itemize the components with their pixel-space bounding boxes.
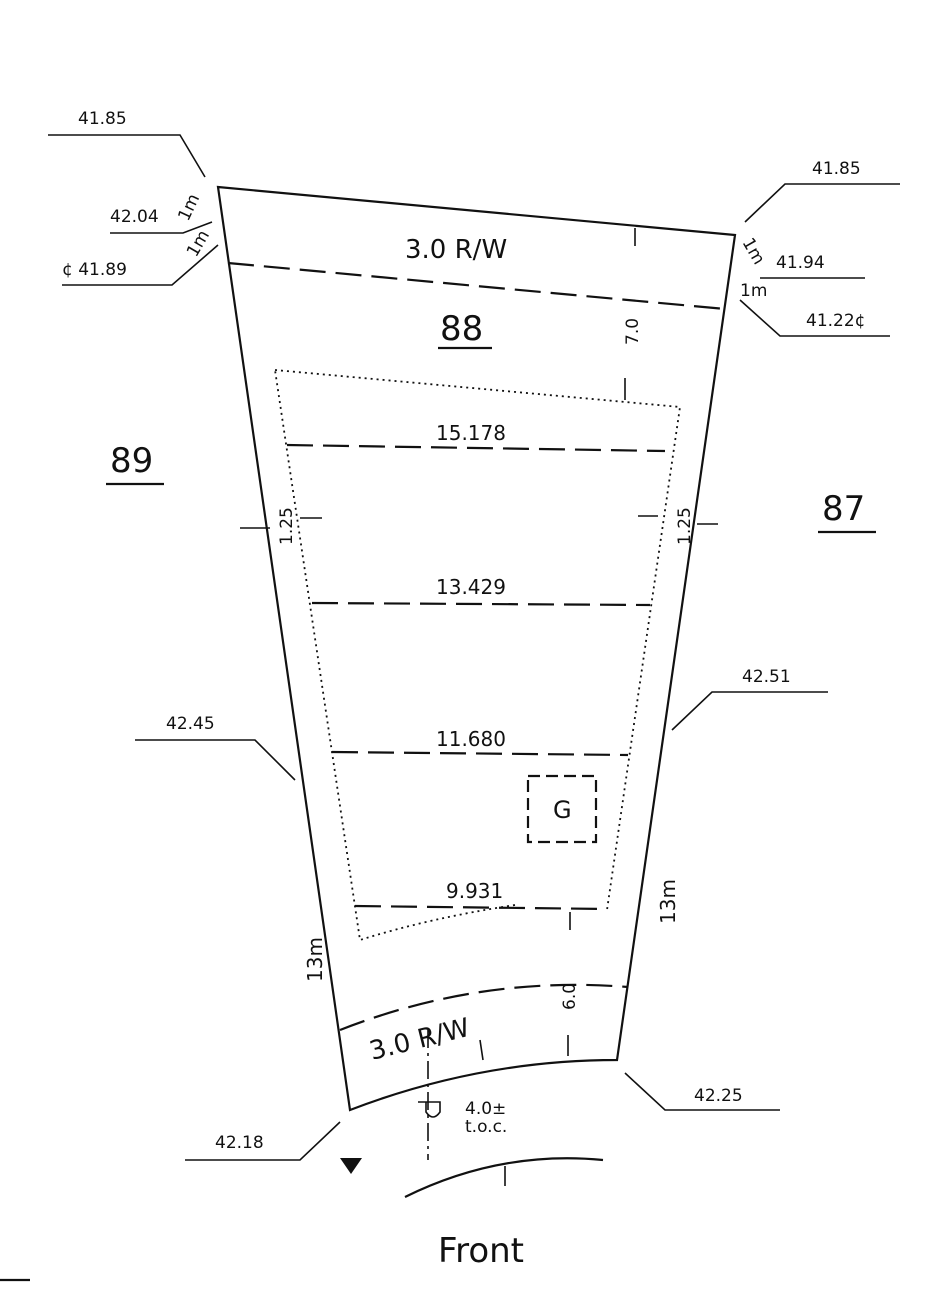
elevation-label: 41.85 [78,109,127,129]
width-label: 13.429 [436,575,506,599]
elevation-label: 41.94 [776,253,825,273]
lot-number-right: 87 [822,489,865,529]
front-label: Front [438,1231,524,1271]
front-setback-label: 6.0 [560,983,580,1010]
rear-setback-label: 7.0 [623,318,643,345]
lot-number-left: 89 [110,441,153,481]
curb-note: 4.0± [465,1099,506,1119]
width-line-2 [311,601,651,607]
width-label: 9.931 [446,879,503,903]
width-line-3 [331,750,629,757]
elevation-label: ¢ 41.89 [62,260,127,280]
elevation-label: 42.04 [110,207,159,227]
rear-rw-label: 3.0 R/W [405,235,507,265]
side-setback-left: 1.25 [277,507,297,545]
curb-note: t.o.c. [465,1117,507,1137]
elevation-label: 42.51 [742,667,791,687]
garage-box [526,774,598,844]
offset-label: 1m [740,281,767,301]
service-symbol [418,1101,441,1118]
lot-depth-right: 13m [656,879,680,924]
catch-basin-icon [340,1158,362,1174]
offset-label: 1m [738,235,769,269]
width-label: 15.178 [436,421,506,445]
elevation-label: 42.25 [694,1086,743,1106]
rear-rw-line [227,261,726,311]
offset-label: 1m [174,191,204,224]
front-rw-label: 3.0 R/W [366,1013,472,1067]
lot-number-center: 88 [440,309,483,349]
building-envelope [274,369,682,942]
width-line-4 [354,904,608,911]
width-label: 11.680 [436,727,506,751]
lot-depth-left: 13m [303,937,327,982]
leader-lines [48,134,900,1161]
front-rw-line [339,983,629,1032]
elevation-label: 41.85 [812,159,861,179]
side-setback-right: 1.25 [675,507,695,545]
curb-line [404,1157,604,1198]
lot-boundary [216,185,737,1112]
elevation-label: 42.45 [166,714,215,734]
elevation-label: 42.18 [215,1133,264,1153]
setback-arrow [240,228,718,1186]
width-line-1 [286,443,666,453]
elevation-label: 41.22¢ [806,311,865,331]
garage-label: G [553,796,572,824]
